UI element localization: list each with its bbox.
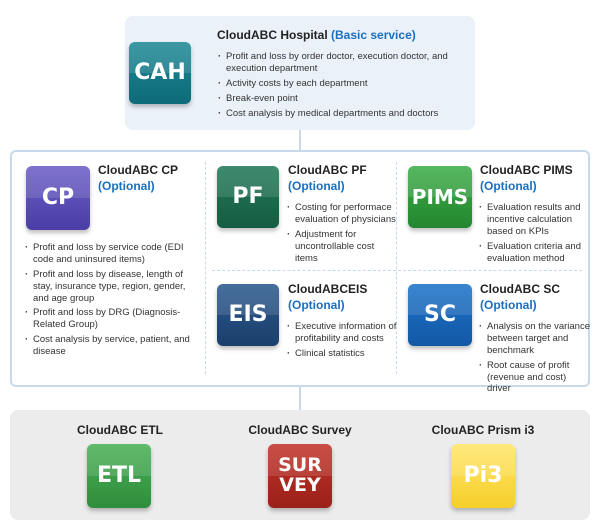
sc-feature-list: Analysis on the variance between target … (478, 321, 590, 398)
feature-item: Analysis on the variance between target … (478, 321, 590, 357)
pims-title-text: CloudABC PIMS (480, 163, 573, 177)
connector-top (299, 130, 301, 150)
prism-title: ClouABC Prism i3 (431, 423, 535, 437)
sc-title: CloudABC SC (Optional) (480, 282, 560, 313)
pims-feature-list: Evaluation results and incentive calcula… (478, 202, 590, 267)
feature-item: Adjustment for uncontrollable cost items (286, 229, 398, 265)
feature-item: Costing for performace evaluation of phy… (286, 202, 398, 226)
cp-optional-label: (Optional) (98, 178, 155, 193)
pf-title: CloudABC PF (Optional) (288, 163, 367, 194)
pf-tile-icon[interactable]: PF (217, 166, 279, 228)
cp-title: CloudABC CP (Optional) (98, 163, 178, 194)
pims-optional-label: (Optional) (480, 178, 537, 193)
eis-feature-list: Executive information of profitability a… (286, 321, 398, 363)
cp-title-text: CloudABC CP (98, 163, 178, 177)
feature-item: Profit and loss by DRG (Diagnosis-Relate… (24, 307, 196, 331)
optional-modules-panel: CP CloudABC CP (Optional) Profit and los… (10, 150, 590, 394)
pims-title: CloudABC PIMS (Optional) (480, 163, 573, 194)
sc-optional-label: (Optional) (480, 297, 537, 312)
pf-optional-label: (Optional) (288, 178, 345, 193)
pi3-tile-icon[interactable]: Pi3 (451, 444, 515, 508)
feature-item: Clinical statistics (286, 348, 398, 360)
feature-item: Activity costs by each department (217, 78, 467, 90)
cp-tile-icon[interactable]: CP (26, 166, 90, 230)
eis-title-text: CloudABCEIS (288, 282, 368, 296)
divider (205, 162, 206, 374)
divider (396, 162, 397, 374)
eis-optional-label: (Optional) (288, 297, 345, 312)
hospital-subtitle: (Basic service) (331, 28, 416, 42)
divider (212, 270, 582, 271)
sc-tile-icon[interactable]: SC (408, 284, 472, 346)
feature-item: Evaluation criteria and evaluation metho… (478, 241, 590, 265)
pf-feature-list: Costing for performace evaluation of phy… (286, 202, 398, 267)
feature-item: Profit and loss by disease, length of st… (24, 269, 196, 305)
feature-item: Root cause of profit (revenue and cost) … (478, 360, 590, 396)
hospital-feature-list: Profit and loss by order doctor, executi… (217, 51, 467, 122)
cp-feature-list: Profit and loss by service code (EDI cod… (24, 242, 196, 361)
connector-bottom (299, 386, 301, 410)
survey-tile-icon[interactable]: SUR VEY (268, 444, 332, 508)
feature-item: Break-even point (217, 93, 467, 105)
feature-item: Profit and loss by service code (EDI cod… (24, 242, 196, 266)
eis-title: CloudABCEIS (Optional) (288, 282, 367, 313)
feature-item: Profit and loss by order doctor, executi… (217, 51, 467, 75)
feature-item: Cost analysis by medical departments and… (217, 108, 467, 120)
hospital-title-text: CloudABC Hospital (217, 28, 328, 42)
etl-title: CloudABC ETL (77, 423, 163, 437)
pims-tile-icon[interactable]: PIMS (408, 166, 472, 228)
eis-tile-icon[interactable]: EIS (217, 284, 279, 346)
hospital-title: CloudABC Hospital (Basic service) (217, 28, 416, 44)
feature-item: Cost analysis by service, patient, and d… (24, 334, 196, 358)
sc-title-text: CloudABC SC (480, 282, 560, 296)
pf-title-text: CloudABC PF (288, 163, 367, 177)
survey-title: CloudABC Survey (248, 423, 352, 437)
feature-item: Evaluation results and incentive calcula… (478, 202, 590, 238)
etl-tile-icon[interactable]: ETL (87, 444, 151, 508)
feature-item: Executive information of profitability a… (286, 321, 398, 345)
hospital-panel: CAH CloudABC Hospital (Basic service) Pr… (125, 16, 475, 130)
supporting-tools-panel: CloudABC ETL ETL CloudABC Survey SUR VEY… (10, 410, 590, 520)
cah-tile-icon[interactable]: CAH (129, 42, 191, 104)
